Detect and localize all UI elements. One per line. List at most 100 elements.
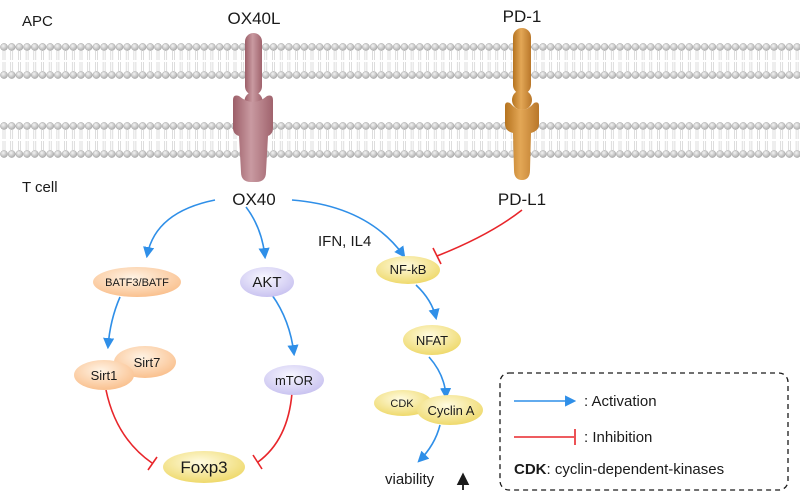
lipid-head bbox=[408, 71, 416, 79]
mtor-label: mTOR bbox=[275, 373, 313, 388]
lipid-head bbox=[793, 122, 800, 130]
lipid-head bbox=[338, 43, 347, 51]
lipid-tail bbox=[788, 50, 791, 72]
lipid-tail bbox=[687, 50, 691, 72]
lipid-head bbox=[269, 43, 278, 51]
akt-label: AKT bbox=[252, 274, 281, 291]
lipid-head bbox=[23, 150, 31, 158]
lipid-head bbox=[585, 43, 594, 51]
lipid-head bbox=[131, 150, 139, 158]
lipid-tail bbox=[772, 129, 776, 151]
lipid-head bbox=[554, 71, 563, 79]
lipid-tail bbox=[326, 129, 329, 151]
lipid-head bbox=[546, 71, 555, 79]
lipid-head bbox=[662, 122, 671, 130]
lipid-head bbox=[785, 71, 794, 79]
lipid-head bbox=[716, 150, 724, 158]
lipid-head bbox=[400, 150, 409, 158]
lipid-head bbox=[108, 71, 116, 79]
lipid-tail bbox=[603, 50, 606, 72]
lipid-head bbox=[639, 150, 647, 158]
lipid-head bbox=[600, 150, 609, 158]
mtor-inhibits-foxp3-line bbox=[257, 392, 293, 463]
lipid-head bbox=[415, 71, 424, 79]
lipid-head bbox=[308, 71, 316, 79]
nfat-to-cyclin-arrow bbox=[428, 356, 452, 400]
lipid-head bbox=[146, 43, 155, 51]
lipid-head bbox=[616, 71, 624, 79]
lipid-head bbox=[739, 122, 748, 130]
lipid-tail bbox=[71, 129, 75, 151]
lipid-head bbox=[123, 71, 131, 79]
lipid-head bbox=[138, 122, 147, 130]
lipid-tail bbox=[587, 129, 591, 151]
lipid-head bbox=[208, 122, 216, 130]
lipid-head bbox=[747, 71, 755, 79]
lipid-tail bbox=[133, 129, 137, 151]
lipid-tail bbox=[210, 50, 214, 72]
lipid-head bbox=[323, 43, 332, 51]
lipid-tail bbox=[102, 50, 106, 72]
lipid-head bbox=[177, 43, 185, 51]
lipid-tail bbox=[403, 50, 406, 72]
lipid-head bbox=[354, 71, 363, 79]
lipid-head bbox=[600, 122, 609, 130]
lipid-tail bbox=[156, 50, 160, 72]
lipid-head bbox=[731, 122, 740, 130]
lipid-head bbox=[300, 71, 309, 79]
lipid-tail bbox=[156, 129, 160, 151]
lipid-head bbox=[100, 43, 108, 51]
lipid-head bbox=[200, 122, 208, 130]
lipid-head bbox=[392, 122, 401, 130]
lipid-head bbox=[54, 150, 62, 158]
lipid-tail bbox=[403, 129, 406, 151]
foxp3-node bbox=[163, 451, 245, 483]
lipid-head bbox=[15, 122, 24, 130]
lipid-head bbox=[169, 122, 178, 130]
lipid-head bbox=[608, 71, 617, 79]
batf-to-sirt-arrow bbox=[103, 296, 121, 350]
lipid-head bbox=[677, 43, 686, 51]
lipid-head bbox=[385, 71, 393, 79]
lipid-head bbox=[700, 43, 709, 51]
lipid-head bbox=[531, 43, 540, 51]
lipid-tail bbox=[718, 129, 722, 151]
lipid-head bbox=[77, 150, 85, 158]
lipid-tail bbox=[110, 50, 114, 72]
lipid-head bbox=[285, 122, 293, 130]
lipid-tail bbox=[533, 50, 537, 72]
lipid-head bbox=[477, 150, 486, 158]
lipid-head bbox=[400, 122, 409, 130]
lipid-head bbox=[693, 43, 701, 51]
lipid-tail bbox=[564, 129, 568, 151]
lipid-tail bbox=[449, 129, 452, 151]
lipid-tail bbox=[595, 129, 599, 151]
lipid-tail bbox=[711, 50, 714, 72]
lipid-tail bbox=[395, 50, 399, 72]
lipid-head bbox=[231, 71, 239, 79]
lipid-head bbox=[631, 71, 640, 79]
lipid-head bbox=[100, 71, 108, 79]
lipid-head bbox=[108, 122, 116, 130]
lipid-head bbox=[184, 43, 193, 51]
lipid-tail bbox=[218, 129, 221, 151]
lipid-head bbox=[623, 122, 632, 130]
lipid-head bbox=[700, 150, 709, 158]
lipid-head bbox=[439, 150, 447, 158]
lipid-head bbox=[61, 43, 70, 51]
lipid-head bbox=[15, 43, 24, 51]
lipid-tail bbox=[603, 129, 606, 151]
lipid-head bbox=[38, 71, 47, 79]
lipid-head bbox=[108, 43, 116, 51]
lipid-tail bbox=[487, 50, 491, 72]
lipid-tail bbox=[634, 129, 637, 151]
lipid-tail bbox=[495, 50, 499, 72]
lipid-tail bbox=[341, 129, 345, 151]
lipid-head bbox=[539, 150, 547, 158]
lipid-head bbox=[285, 150, 293, 158]
cyclin-a-node bbox=[417, 395, 483, 425]
lipid-head bbox=[770, 71, 778, 79]
lipid-head bbox=[762, 71, 771, 79]
lipid-head bbox=[385, 150, 393, 158]
lipid-head bbox=[400, 71, 409, 79]
